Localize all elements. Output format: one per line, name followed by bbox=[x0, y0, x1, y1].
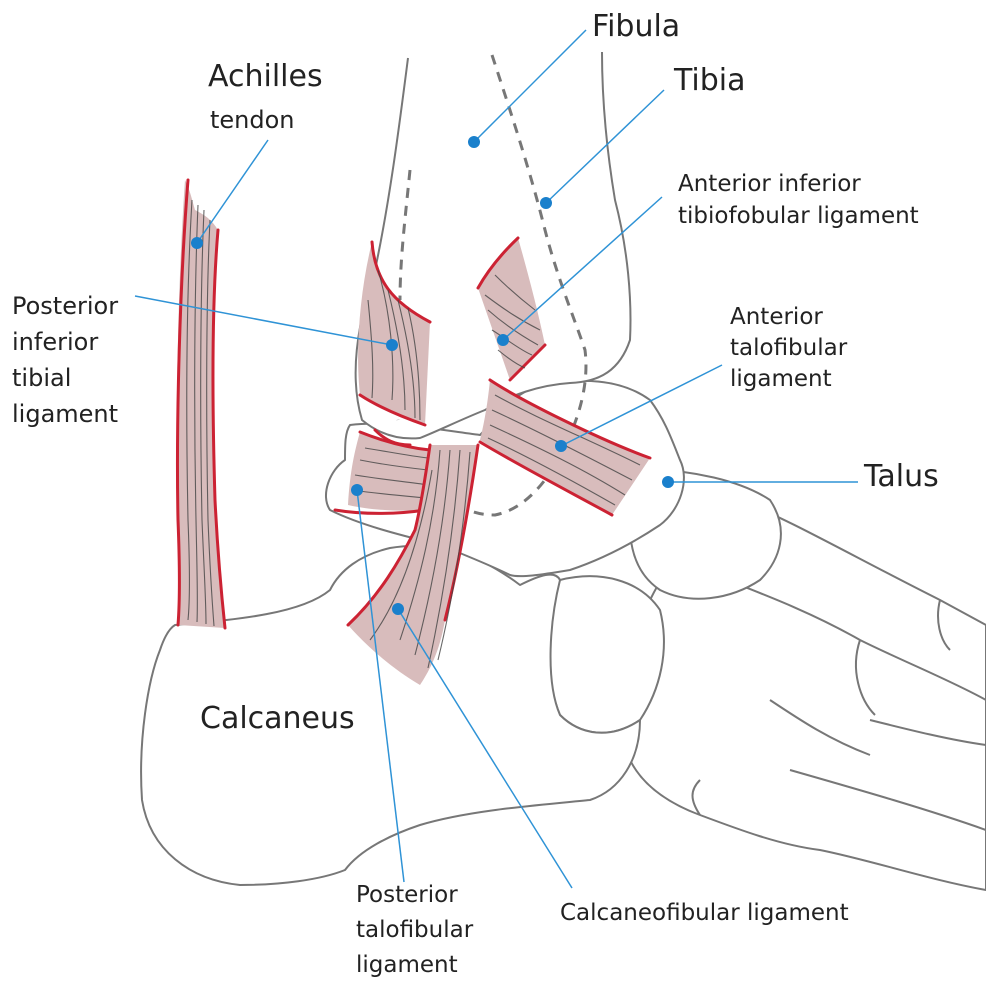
label-calcaneofibular-ligament: Calcaneofibular ligament bbox=[560, 900, 849, 926]
label-tibia: Tibia bbox=[674, 63, 746, 98]
talus-marker bbox=[662, 476, 674, 488]
posterior-talofibular-ligament bbox=[333, 428, 432, 515]
posterior-inferior-tibial-marker bbox=[386, 339, 398, 351]
calcaneofibular-ligament bbox=[346, 443, 480, 685]
fibula-marker bbox=[468, 136, 480, 148]
tibia-marker bbox=[540, 197, 552, 209]
achilles-marker bbox=[191, 237, 203, 249]
label-posterior-inferior-tibial-ligament: Posterior inferior tibial ligament bbox=[12, 292, 119, 428]
label-anterior-inferior-tibiofobular-ligament: Anterior inferior tibiofobular ligament bbox=[678, 171, 919, 229]
label-fibula: Fibula bbox=[592, 9, 681, 44]
label-talus: Talus bbox=[864, 459, 939, 494]
posterior-talofibular-marker bbox=[351, 484, 363, 496]
posterior-inferior-tibial-ligament bbox=[358, 240, 432, 427]
fibula-outline bbox=[443, 54, 588, 517]
anterior-inferior-tibiofobular-ligament bbox=[476, 236, 547, 382]
achilles-tendon bbox=[175, 178, 227, 630]
label-calcaneus: Calcaneus bbox=[200, 701, 355, 736]
label-posterior-talofibular-ligament: Posterior talofibular ligament bbox=[356, 882, 474, 978]
leader-lines bbox=[134, 29, 858, 889]
cuboid-bone bbox=[547, 575, 665, 734]
anterior-talofibular-marker bbox=[555, 440, 567, 452]
calcaneofibular-marker bbox=[392, 603, 404, 615]
label-anterior-talofibular-ligament: Anterior talofibular ligament bbox=[730, 304, 848, 392]
anterior-inferior-tibiofobular-marker bbox=[497, 334, 509, 346]
label-achilles: Achilles bbox=[208, 59, 323, 94]
marker-dots bbox=[191, 136, 674, 615]
label-achilles-sub: tendon bbox=[210, 106, 295, 134]
